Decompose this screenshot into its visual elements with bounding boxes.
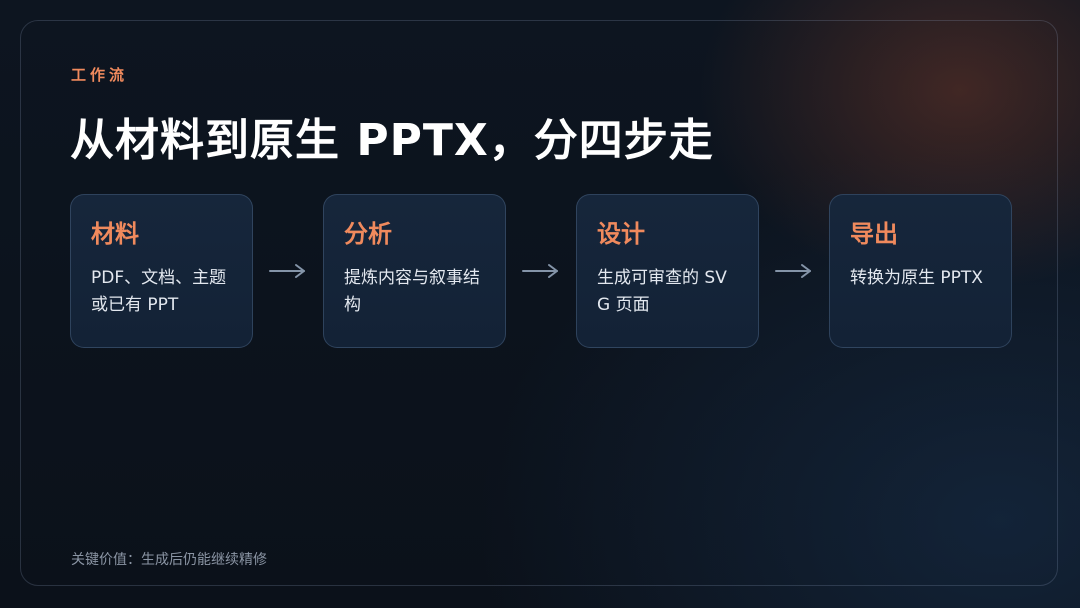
step-title: 导出 [850,220,898,248]
step-description: PDF、文档、主题或已有 PPT [91,268,227,315]
step-title: 设计 [597,220,645,248]
step-description: 生成可审查的 SVG 页面 [597,268,727,315]
footer-note: 关键价值：生成后仍能继续精修 [71,552,267,568]
step-title: 材料 [91,220,139,248]
step-title: 分析 [344,220,392,248]
slide-title: 从材料到原生 PPTX，分四步走 [70,115,714,166]
step-card-analysis: 分析 提炼内容与叙事结构 [323,194,506,348]
step-card-materials: 材料 PDF、文档、主题或已有 PPT [70,194,253,348]
step-card-export: 导出 转换为原生 PPTX [829,194,1012,348]
arrow-right-icon [253,263,323,279]
workflow-steps: 材料 PDF、文档、主题或已有 PPT 分析 提炼内容与叙事结构 设计 生成可审… [70,194,1012,348]
step-card-design: 设计 生成可审查的 SVG 页面 [576,194,759,348]
eyebrow-label: 工作流 [71,66,129,84]
arrow-right-icon [759,263,829,279]
arrow-right-icon [506,263,576,279]
step-description: 提炼内容与叙事结构 [344,268,480,315]
slide-frame [20,20,1058,586]
step-description: 转换为原生 PPTX [850,268,983,288]
